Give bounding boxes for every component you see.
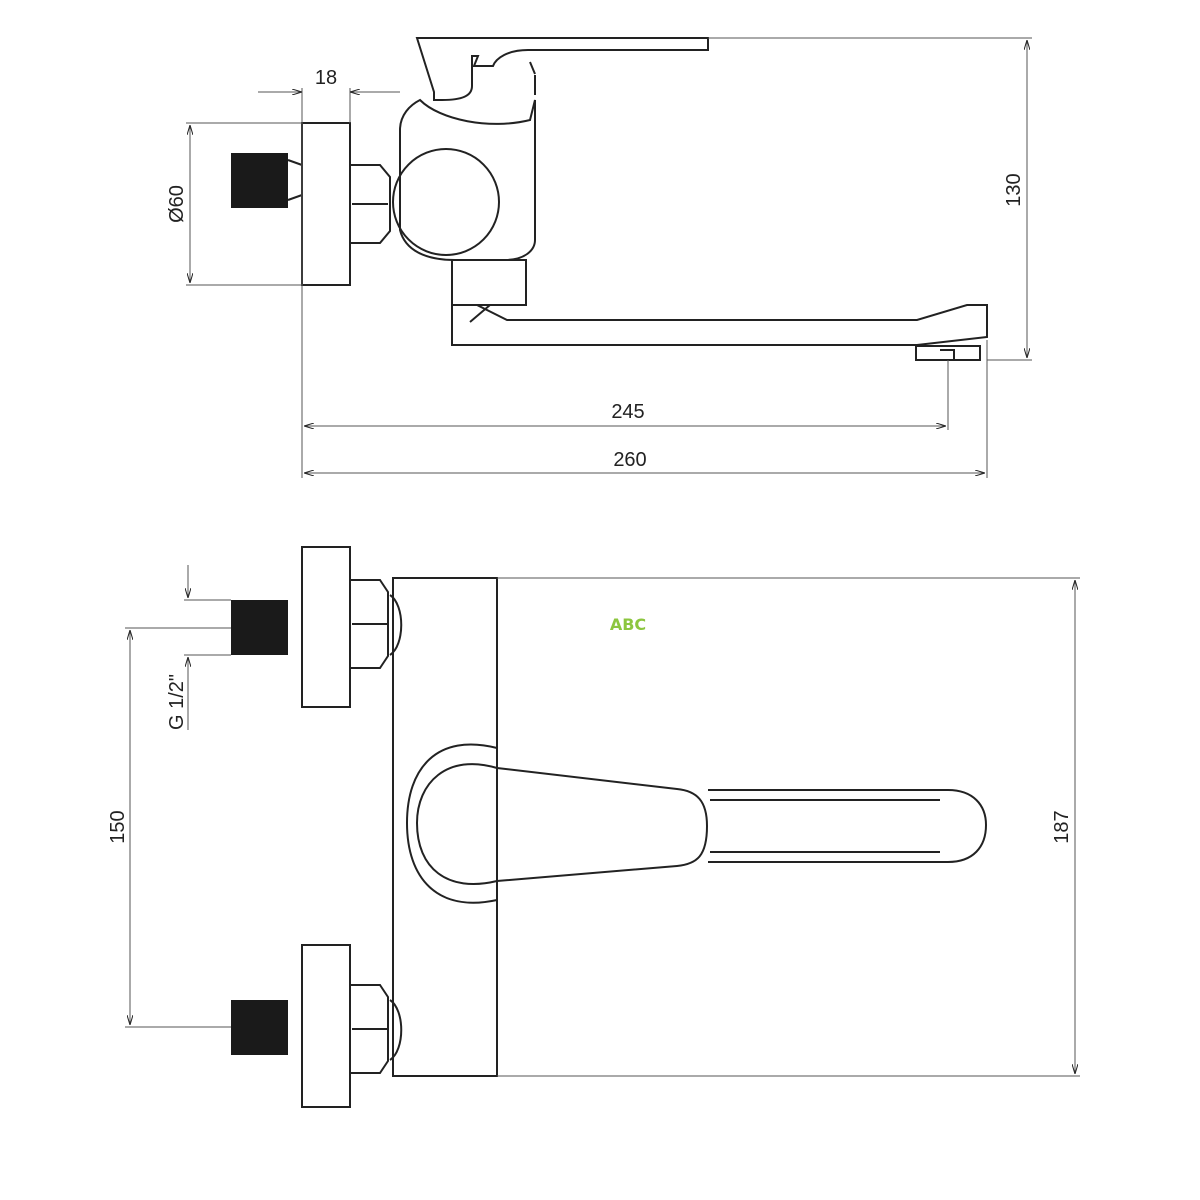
dim-total-length: 260 bbox=[613, 449, 646, 471]
valve-body bbox=[399, 98, 536, 261]
mixer-body bbox=[392, 577, 498, 1077]
spout bbox=[451, 304, 988, 346]
wall-plate-bottom bbox=[301, 944, 351, 1108]
handle-lever bbox=[415, 763, 709, 885]
dim-plate-diameter: Ø60 bbox=[166, 185, 188, 223]
dim-plate-thickness: 18 bbox=[315, 67, 337, 89]
wall-plate bbox=[301, 122, 351, 286]
aerator bbox=[915, 345, 981, 361]
dim-thread: G 1/2" bbox=[166, 674, 188, 730]
handle-ring bbox=[405, 743, 498, 904]
thread-top bbox=[231, 600, 288, 655]
front-view: 187 150 G 1/2" ABC bbox=[107, 546, 1080, 1108]
lever-handle bbox=[415, 37, 709, 101]
spout-collar bbox=[451, 259, 527, 306]
wall-plate-top bbox=[301, 546, 351, 708]
dim-spout-reach: 245 bbox=[611, 401, 644, 423]
thread-connector bbox=[231, 153, 288, 208]
dim-height: 130 bbox=[1003, 173, 1025, 206]
hex-nut bbox=[349, 164, 391, 244]
thread-bottom bbox=[231, 1000, 288, 1055]
dim-front-height: 187 bbox=[1051, 810, 1073, 843]
side-view: 18 Ø60 130 245 260 bbox=[166, 37, 1032, 478]
watermark-logo: ABC bbox=[610, 615, 646, 634]
spout-front bbox=[708, 789, 988, 863]
dim-spacing: 150 bbox=[107, 810, 129, 843]
cartridge-cap bbox=[392, 148, 500, 256]
